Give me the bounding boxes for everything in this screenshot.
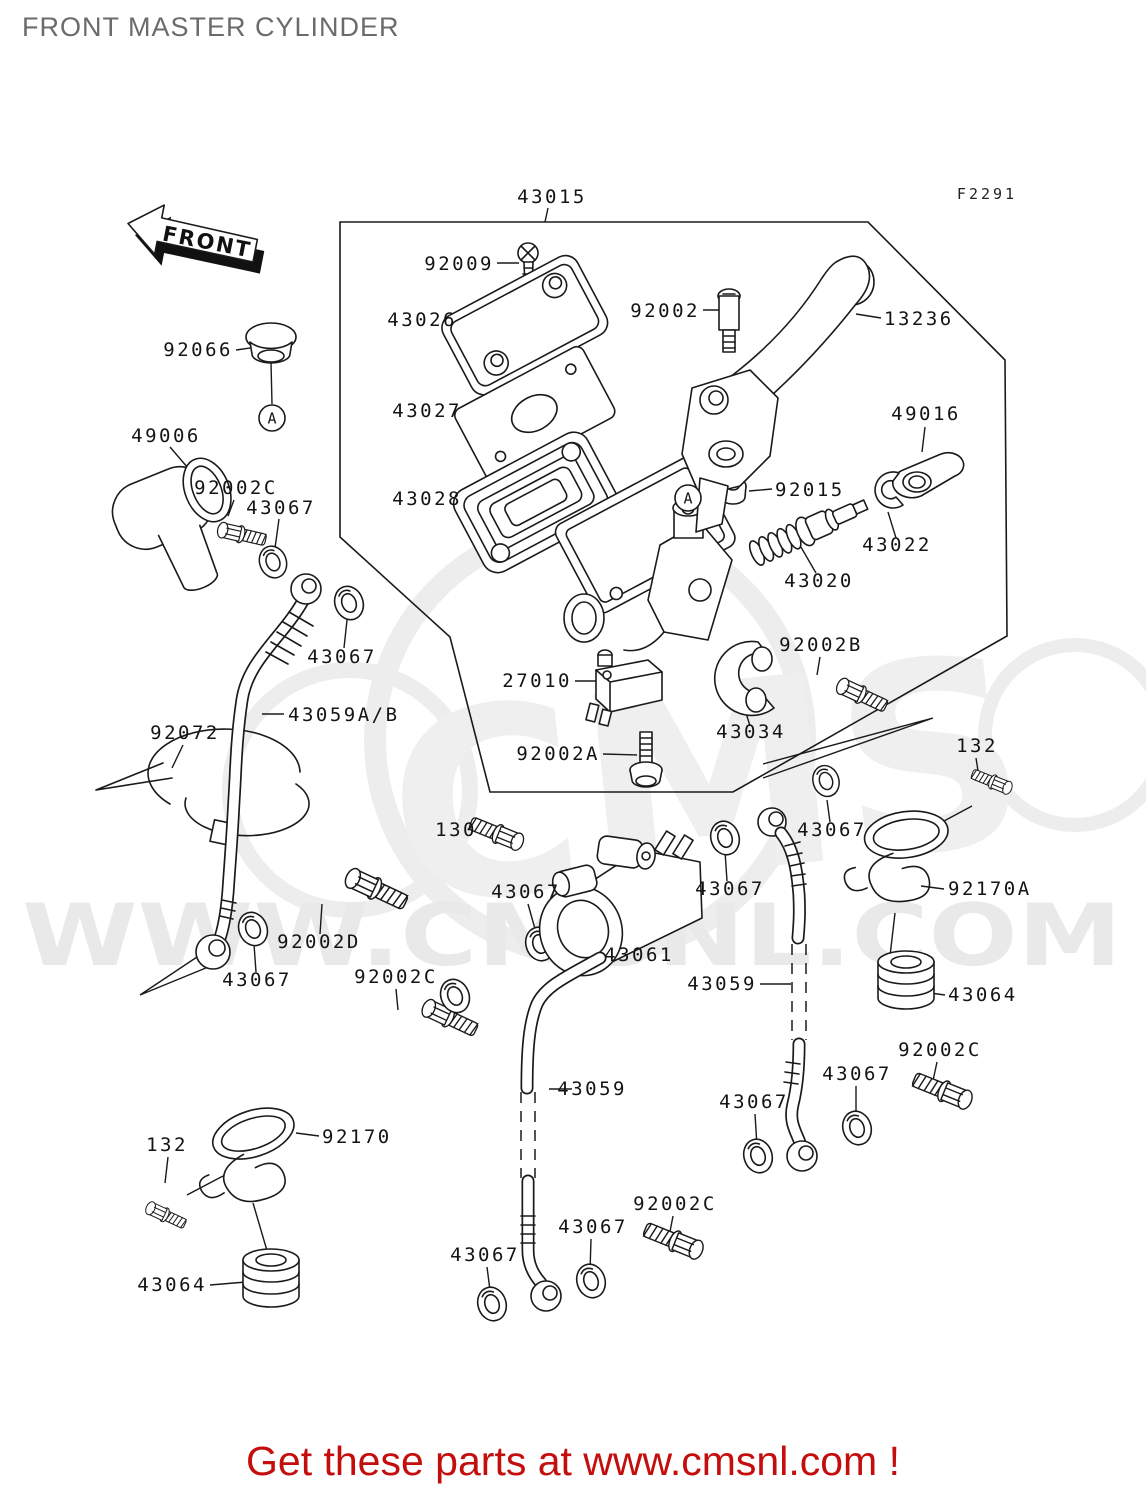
assembly-border (339, 221, 1008, 793)
figure-code-label: F2291 (957, 185, 1017, 203)
part-callout-43059[interactable]: 43059 (557, 1078, 627, 1100)
part-callout-43061[interactable]: 43061 (604, 944, 674, 966)
part-art-92170-clip (193, 1097, 306, 1206)
page-title: FRONT MASTER CYLINDER (22, 12, 400, 42)
part-callout-92002a[interactable]: 92002A (516, 743, 600, 765)
part-callout-43067[interactable]: 43067 (797, 819, 867, 841)
front-arrow: FRONT (127, 204, 265, 274)
part-callout-43067[interactable]: 43067 (491, 881, 561, 903)
part-art-132-bolt-left (142, 1199, 189, 1232)
part-callout-92002c[interactable]: 92002C (898, 1039, 982, 1061)
part-callout-132[interactable]: 132 (146, 1134, 188, 1156)
part-callout-92170[interactable]: 92170 (322, 1126, 392, 1148)
part-art-49006-elbow (111, 457, 232, 591)
part-art-43067-washer-9 (738, 1134, 778, 1178)
part-art-43067-washer-1 (254, 541, 292, 583)
part-art-43067-washer-10 (472, 1282, 512, 1326)
part-art-43067-washer-8 (837, 1106, 877, 1150)
part-callout-49006[interactable]: 49006 (131, 425, 201, 447)
svg-text:A: A (683, 490, 692, 508)
part-callout-43067[interactable]: 43067 (307, 646, 377, 668)
part-art-92002a-screw (629, 731, 663, 788)
part-callout-92002c[interactable]: 92002C (633, 1193, 717, 1215)
part-callout-92015[interactable]: 92015 (775, 479, 845, 501)
ref-marker-a: A (258, 404, 286, 432)
part-art-43059-right-hose (757, 807, 818, 1172)
part-callout-43067[interactable]: 43067 (450, 1244, 520, 1266)
part-art-27010-switch (585, 649, 663, 727)
part-art-43061-joint (538, 830, 703, 977)
part-callout-43064[interactable]: 43064 (137, 1274, 207, 1296)
svg-text:CMS: CMS (375, 600, 1040, 967)
part-callout-43067[interactable]: 43067 (558, 1216, 628, 1238)
part-art-43059ab-hose (195, 573, 322, 970)
part-callout-43026[interactable]: 43026 (387, 309, 457, 331)
part-art-43064-grommet-left (242, 1248, 300, 1308)
part-callout-13236[interactable]: 13236 (884, 308, 954, 330)
part-callout-43028[interactable]: 43028 (392, 488, 462, 510)
part-art-43064-grommet-right (877, 950, 935, 1010)
part-callout-92170a[interactable]: 92170A (948, 878, 1032, 900)
footer-banner-link[interactable]: Get these parts at www.cmsnl.com ! (246, 1438, 900, 1484)
svg-text:A: A (267, 410, 276, 428)
part-art-43059-center-hose (520, 951, 607, 1312)
part-art-92002c-bolt-topleft (215, 520, 269, 550)
part-art-43028-diaphragm (452, 431, 619, 574)
part-callout-27010[interactable]: 27010 (502, 670, 572, 692)
part-art-43022-circlip (874, 471, 904, 509)
part-callout-92002d[interactable]: 92002D (277, 931, 361, 953)
part-art-92072-guide (95, 728, 310, 848)
part-callout-43027[interactable]: 43027 (392, 400, 462, 422)
part-callout-92009[interactable]: 92009 (424, 253, 494, 275)
part-callout-43067[interactable]: 43067 (246, 497, 316, 519)
ref-marker-a: A (674, 484, 702, 512)
part-callout-92002c[interactable]: 92002C (194, 477, 278, 499)
part-callout-43059a-b[interactable]: 43059A/B (288, 704, 400, 726)
part-callout-130[interactable]: 130 (435, 819, 477, 841)
part-callout-92002b[interactable]: 92002B (779, 634, 863, 656)
part-art-49016-boot (891, 451, 965, 499)
part-art-92002c-bolt-bottom (640, 1218, 707, 1263)
part-art-92002-pivot-bolt (717, 288, 741, 353)
part-callout-43015[interactable]: 43015 (517, 186, 587, 208)
part-callout-43067[interactable]: 43067 (822, 1063, 892, 1085)
part-callout-92002[interactable]: 92002 (630, 300, 700, 322)
part-art-43067-washer-2 (329, 581, 369, 625)
part-callout-92066[interactable]: 92066 (163, 339, 233, 361)
part-art-92002c-bolt-right (909, 1068, 976, 1113)
part-callout-43059[interactable]: 43059 (687, 973, 757, 995)
part-art-92066-plug (245, 322, 297, 364)
part-art-43067-washer-11 (571, 1259, 611, 1303)
part-callout-92072[interactable]: 92072 (150, 722, 220, 744)
part-art-43034-clamp (713, 640, 775, 717)
part-art-13236-lever (681, 255, 875, 533)
part-callout-132[interactable]: 132 (956, 735, 998, 757)
part-art-43020-piston (748, 499, 869, 566)
part-callout-92002c[interactable]: 92002C (354, 966, 438, 988)
part-callout-43067[interactable]: 43067 (695, 878, 765, 900)
part-callout-43067[interactable]: 43067 (222, 969, 292, 991)
part-callout-43022[interactable]: 43022 (862, 534, 932, 556)
part-callout-43020[interactable]: 43020 (784, 570, 854, 592)
part-callout-49016[interactable]: 49016 (891, 403, 961, 425)
part-callout-43034[interactable]: 43034 (716, 721, 786, 743)
part-callout-43064[interactable]: 43064 (948, 984, 1018, 1006)
part-art-43026-cap (441, 254, 609, 396)
part-callout-43067[interactable]: 43067 (719, 1091, 789, 1113)
